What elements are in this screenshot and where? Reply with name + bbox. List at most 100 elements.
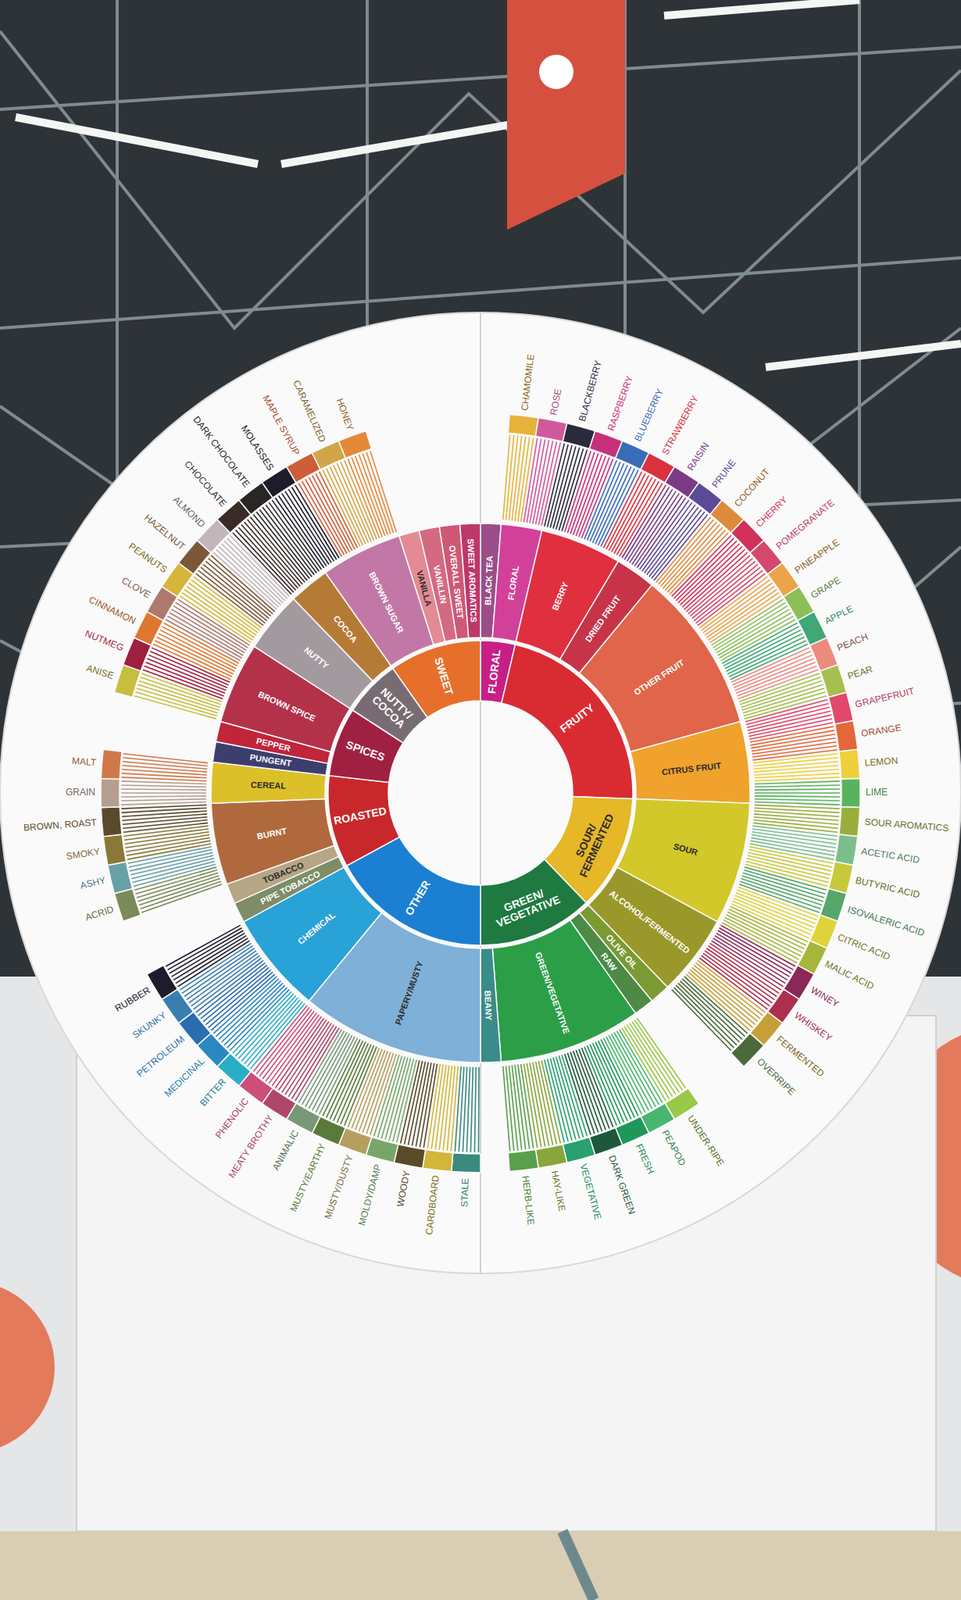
flavor-label: PEAR (844, 664, 875, 683)
flavor-stripe (315, 473, 355, 550)
flavor-label: STRAWBERRY (659, 392, 702, 459)
flavor-label: LIME (864, 787, 890, 798)
flavor-stripe (139, 680, 221, 708)
flavor-label: BROWN, ROAST (21, 817, 99, 834)
flavor-swatch (820, 664, 847, 698)
flavor-stripe (125, 835, 210, 849)
flavor-stripe (165, 925, 240, 967)
category-arc (328, 775, 400, 867)
flavor-stripe (478, 1067, 480, 1153)
flavor-label: VEGETATIVE (577, 1161, 604, 1223)
flavor-label: BLUEBERRY (632, 386, 667, 446)
flavor-label: OVERALL SWEET (446, 543, 465, 620)
flavor-label: BITTER (197, 1075, 229, 1110)
flavor-label: PEACH (834, 631, 872, 654)
flavor-stripe (121, 789, 207, 790)
flavor-stripe (529, 439, 546, 523)
flavor-item: MOLDY/DAMP (356, 1161, 384, 1228)
flavor-item: SMOKY (64, 846, 102, 862)
flavor-label: ALMOND (169, 493, 208, 532)
flavor-label: WHISKEY (791, 1009, 836, 1045)
flavor-swatch (100, 778, 120, 808)
decor-circle (0, 1281, 55, 1454)
flavor-label: HAY-LIKE (548, 1168, 568, 1214)
display-board (0, 312, 961, 1274)
flavor-item: CLOVE (117, 575, 154, 602)
flavor-label: PRUNE (708, 456, 739, 492)
flavor-swatch (114, 888, 141, 922)
subcategory-arc (480, 947, 501, 1063)
flavor-label: MALIC ACID (821, 958, 877, 994)
flavor-item: HONEY (333, 396, 356, 434)
flavor-item: NUTMEG (82, 628, 127, 655)
flavor-label: BROWN SUGAR (367, 570, 406, 636)
subcategory-segment: CITRUS FRUIT (660, 760, 723, 777)
flavor-stripe (754, 792, 840, 794)
category-segment: ROASTED (332, 805, 390, 828)
flavor-stripe (359, 454, 389, 536)
flavor-stripe (121, 802, 207, 806)
flavor-stripe (123, 753, 208, 764)
flavor-label: MUSTY/EARTHY (287, 1141, 329, 1215)
flavor-label: VANILLIN (431, 564, 449, 605)
flavor-stripe (312, 475, 353, 551)
flavor-item: PHENOLIC (213, 1095, 253, 1143)
flavor-stripe (754, 796, 840, 797)
flavor-swatch (103, 834, 126, 866)
flavor-stripe (553, 446, 576, 529)
flavor-label: HAZELNUT (140, 511, 188, 554)
flavor-stripe (139, 878, 221, 906)
flavor-item: HAY-LIKE (548, 1168, 568, 1214)
flavor-swatch (507, 414, 539, 436)
floor (0, 1531, 961, 1600)
flavor-label: CARAMELIZED (290, 377, 329, 446)
flavor-label: OVERRIPE (753, 1055, 798, 1099)
flavor-label: CHERRY (753, 493, 791, 531)
subcategory-segment: FLORAL (505, 564, 521, 602)
flavor-label: OTHER FRUIT (632, 657, 687, 698)
flavor-item: VEGETATIVE (577, 1161, 604, 1223)
flavor-stripe (748, 718, 833, 737)
wheel-group (100, 414, 861, 1173)
flavor-item: ALMOND (169, 493, 208, 532)
flavor-item: PETROLEUM (134, 1033, 189, 1081)
flavor-item: RASPBERRY (605, 373, 636, 434)
flavor-label: RAISIN (684, 439, 712, 474)
flavor-item: ROSE (548, 385, 565, 418)
flavor-stripe (503, 1066, 511, 1152)
flavor-stripe (532, 439, 550, 524)
flavor-label: GREEN/ VEGETATIVE (478, 878, 573, 935)
flavor-item: BLUEBERRY (632, 386, 667, 446)
flavor-stripe (366, 452, 394, 533)
subcategory-segment: CHEMICAL (295, 909, 338, 947)
flavor-label: SMOKY (64, 846, 102, 862)
flavor-label: MOLASSES (238, 422, 277, 475)
flavor-stripe (136, 872, 218, 898)
flavor-item: MALT (70, 756, 99, 769)
flavor-item: CITRIC ACID (834, 931, 893, 963)
flavor-label: SWEET (432, 655, 456, 697)
flavor-item: PINEAPPLE (791, 536, 843, 577)
flavor-stripe (751, 832, 836, 844)
flavor-label: SOUR AROMATICS (862, 817, 951, 835)
flavor-stripe (374, 1054, 400, 1137)
flavor-item: FERMENTED (773, 1033, 828, 1081)
flavor-stripe (529, 1062, 546, 1147)
floor-cable (562, 1531, 594, 1600)
flavor-item: LEMON (862, 755, 900, 769)
flavor-item: COCONUT (732, 465, 773, 511)
subcategory-segment: COCOA (331, 613, 360, 645)
light-tube (15, 117, 258, 165)
flavor-swatch (100, 807, 122, 837)
flavor-item: DARK GREEN (605, 1152, 637, 1218)
subcategory-segment: NUTTY (302, 644, 332, 672)
flavor-label: MOLDY/DAMP (356, 1161, 384, 1228)
flavor-label: PEPPER (254, 735, 293, 754)
flavor-item: BLACKBERRY (577, 358, 605, 425)
flavor-label: WOODY (394, 1168, 412, 1210)
flavor-item: STRAWBERRY (659, 392, 702, 459)
flavor-item: MEDICINAL (161, 1055, 208, 1101)
flavor-label: CITRIC ACID (834, 931, 893, 963)
flavor-item: ACRID (82, 903, 117, 924)
